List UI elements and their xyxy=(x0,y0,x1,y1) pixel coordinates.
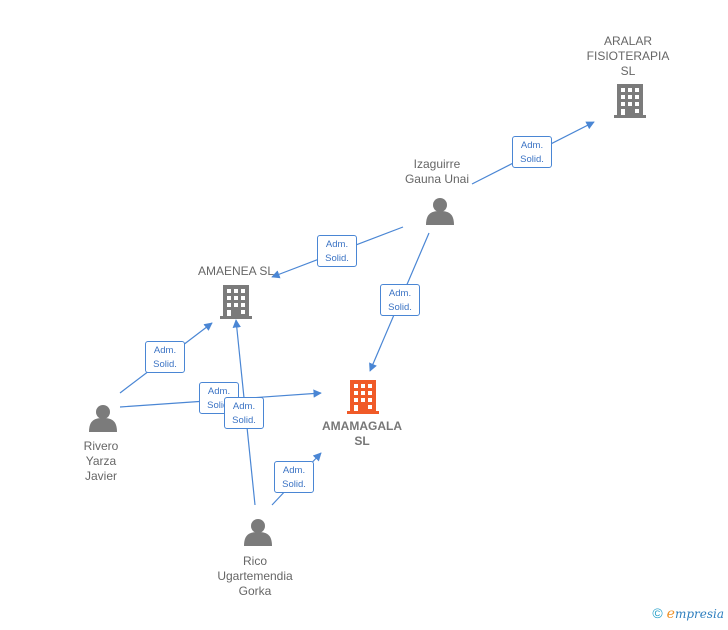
badge-line1: Adm. xyxy=(325,239,349,250)
building-icon[interactable] xyxy=(347,380,379,414)
badge-line2: Solid. xyxy=(520,154,544,165)
brand-logo-first: e xyxy=(666,606,675,622)
badge-line2: Solid. xyxy=(207,400,231,411)
brand-logo-rest: mpresia xyxy=(674,607,724,621)
badge-line2: Solid. xyxy=(232,415,256,426)
person-icon[interactable] xyxy=(89,405,117,432)
badge-line2: Solid. xyxy=(388,302,412,313)
badge-line1: Adm. xyxy=(520,140,544,151)
edge-badge-izaguirre-aralar[interactable]: Adm. Solid. xyxy=(512,136,552,168)
node-label-amamagala[interactable]: AMAMAGALA SL xyxy=(322,419,402,448)
badge-line2: Solid. xyxy=(282,479,306,490)
person-icon[interactable] xyxy=(426,198,454,225)
badge-line1: Adm. xyxy=(388,288,412,299)
node-label-rico[interactable]: Rico Ugartemendia Gorka xyxy=(217,554,293,598)
badge-line1: Adm. xyxy=(207,386,231,397)
edge-badge-rico-amamagala[interactable]: Adm. Solid. xyxy=(274,461,314,493)
edge-badge-rivero-amaenea[interactable]: Adm. Solid. xyxy=(145,341,185,373)
badge-line2: Solid. xyxy=(325,253,349,264)
badge-line2: Solid. xyxy=(153,359,177,370)
badge-line1: Adm. xyxy=(153,345,177,356)
badge-line1: Adm. xyxy=(232,401,256,412)
node-label-aralar[interactable]: ARALAR FISIOTERAPIA SL xyxy=(586,34,670,78)
badge-line1: Adm. xyxy=(282,465,306,476)
node-label-amaenea[interactable]: AMAENEA SL xyxy=(197,264,275,278)
person-icon[interactable] xyxy=(244,519,272,546)
building-icon[interactable] xyxy=(220,285,252,319)
node-icons xyxy=(89,84,646,546)
node-label-rivero[interactable]: Rivero Yarza Javier xyxy=(83,439,119,483)
edge-badge-rico-amaenea[interactable]: Adm. Solid. xyxy=(224,397,264,429)
building-icon[interactable] xyxy=(614,84,646,118)
node-label-izaguirre[interactable]: Izaguirre Gauna Unai xyxy=(404,157,470,186)
copyright-icon: © xyxy=(652,605,663,621)
brand-footer[interactable]: ©empresia xyxy=(652,605,724,622)
edge-badge-izaguirre-amaenea[interactable]: Adm. Solid. xyxy=(317,235,357,267)
edge-badge-izaguirre-amamagala[interactable]: Adm. Solid. xyxy=(380,284,420,316)
